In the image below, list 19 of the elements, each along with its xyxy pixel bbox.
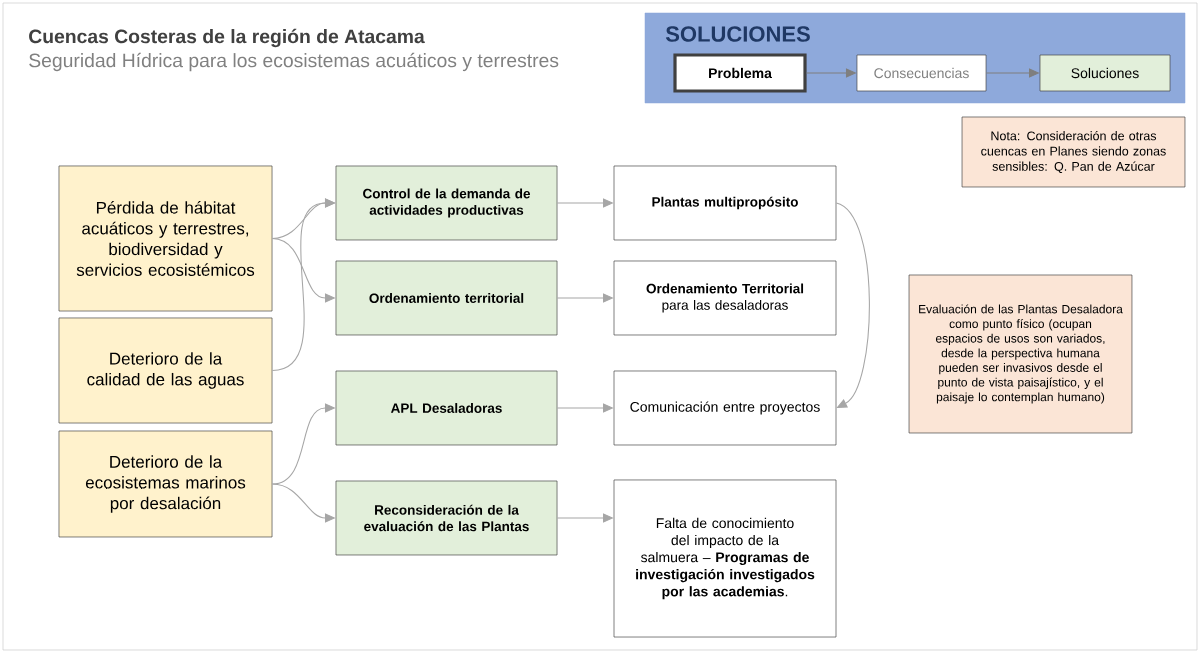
problem-box: Deterioro de la ecosistemas marinos por desalación — [58, 430, 273, 538]
solution-box: APL Desaladoras — [335, 370, 558, 446]
note-box: Evaluación de las Plantas Desaladora como punto físico (ocupan espacios de usos son variados, desde la perspectiva humana pueden ser invasivos desde el punto de vista paisajístico, y el paisaje lo contemplan humano) — [908, 274, 1133, 434]
solution-box: Reconsideración de la evaluación de las Plantas — [335, 480, 558, 556]
problem-box: Pérdida de hábitat acuáticos y terrestres, biodiversidad y servicios ecosistémicos — [58, 165, 273, 312]
consequence-box: Consecuencias — [856, 54, 987, 92]
problem-box: Deterioro de la calidad de las aguas — [58, 317, 273, 424]
consequence-box: Ordenamiento Territorial para las desaladoras — [613, 260, 837, 336]
note-box: Nota: Consideración de otras cuencas en Planes siendo zonas sensibles: Q. Pan de Azúcar — [961, 116, 1186, 188]
solution-box: Soluciones — [1039, 54, 1171, 92]
solution-box: Control de la demanda de actividades productivas — [335, 165, 558, 241]
consequence-box: Plantas multipropósito — [613, 165, 837, 241]
consequence-box: Falta de conocimiento del impacto de la salmuera – Programas de investigación investigados por las academias. — [613, 479, 837, 638]
subtitle: Seguridad Hídrica para los ecosistemas acuáticos y terrestres — [29, 52, 559, 72]
title: Cuencas Costeras de la región de Atacama — [29, 28, 425, 48]
solution-box: Ordenamiento territorial — [335, 260, 558, 336]
problem-box: Problema — [673, 53, 807, 93]
arrow — [835, 202, 870, 408]
consequence-box: Comunicación entre proyectos — [613, 370, 837, 446]
